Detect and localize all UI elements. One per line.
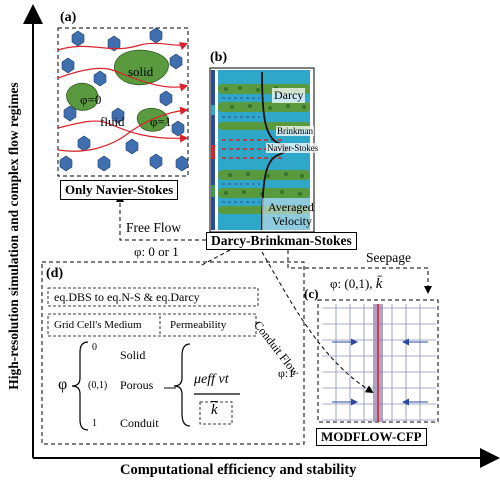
panel-b-tag: (b)	[210, 50, 228, 65]
panel-d-conduit: Conduit	[120, 416, 159, 430]
panel-c-k-symbol: k̄	[375, 276, 383, 292]
panel-d-frac-bottom: k	[211, 402, 218, 418]
free-flow-label: Free Flow	[124, 220, 184, 236]
panel-d-frame	[41, 261, 305, 445]
panel-b-velocity-label-1: Averaged	[268, 200, 314, 214]
y-axis-label: High-resolution simulation and complex f…	[6, 82, 21, 390]
seepage-connector	[287, 250, 432, 294]
panel-a-phi0-label: φ=0	[80, 92, 102, 107]
panel-d-row2-right: Permeability	[170, 319, 227, 331]
panel-d-porous: Porous	[120, 378, 154, 392]
panel-b-multiscale-medium	[218, 70, 310, 230]
panel-d-v1: 1	[92, 418, 97, 429]
panel-c-phi-text: φ: (0,1),	[330, 276, 373, 291]
panel-d-phi: φ	[58, 376, 68, 393]
panel-a-fluid-label: fluid	[100, 114, 125, 129]
panel-c-caption: MODFLOW-CFP	[316, 428, 427, 446]
panel-a-solid-label: solid	[128, 64, 154, 79]
panel-b-caption: Darcy-Brinkman-Stokes	[206, 232, 357, 250]
panel-d-v01: (0,1)	[88, 380, 108, 391]
panel-c-tag: (c)	[304, 286, 319, 301]
panel-a-porous-medium	[58, 28, 188, 172]
dbs-to-d-connector	[199, 249, 231, 267]
panel-c-phi-label: φ: (0,1), k̄	[330, 276, 383, 293]
panel-b-navier-label: Navier-Stokes	[266, 143, 320, 153]
free-flow-connector	[116, 194, 206, 241]
panel-a-phi1-label: φ=1	[150, 114, 172, 129]
x-axis-label: Computational efficiency and stability	[120, 462, 357, 478]
panel-b-brinkman-label: Brinkman	[276, 126, 314, 136]
panel-a-caption: Only Navier-Stokes	[60, 180, 179, 200]
panel-b-velocity-label-2: Velocity	[272, 214, 312, 228]
panel-d-solid: Solid	[120, 348, 146, 362]
free-flow-phi-label: φ: 0 or 1	[134, 244, 179, 259]
panel-d-row2-left: Grid Cell's Medium	[54, 319, 142, 331]
conduit-phi-label: φ:1	[278, 366, 295, 380]
panel-d-row1: eq.DBS to eq.N-S & eq.Darcy	[54, 290, 200, 304]
panel-d-frac-top: μeff vt	[194, 372, 229, 387]
panel-a-tag: (a)	[60, 10, 77, 25]
panel-d-v0: 0	[92, 342, 97, 353]
seepage-label: Seepage	[366, 250, 411, 265]
panel-b-darcy-label: Darcy	[272, 88, 306, 103]
panel-d-tag: (d)	[46, 266, 64, 281]
